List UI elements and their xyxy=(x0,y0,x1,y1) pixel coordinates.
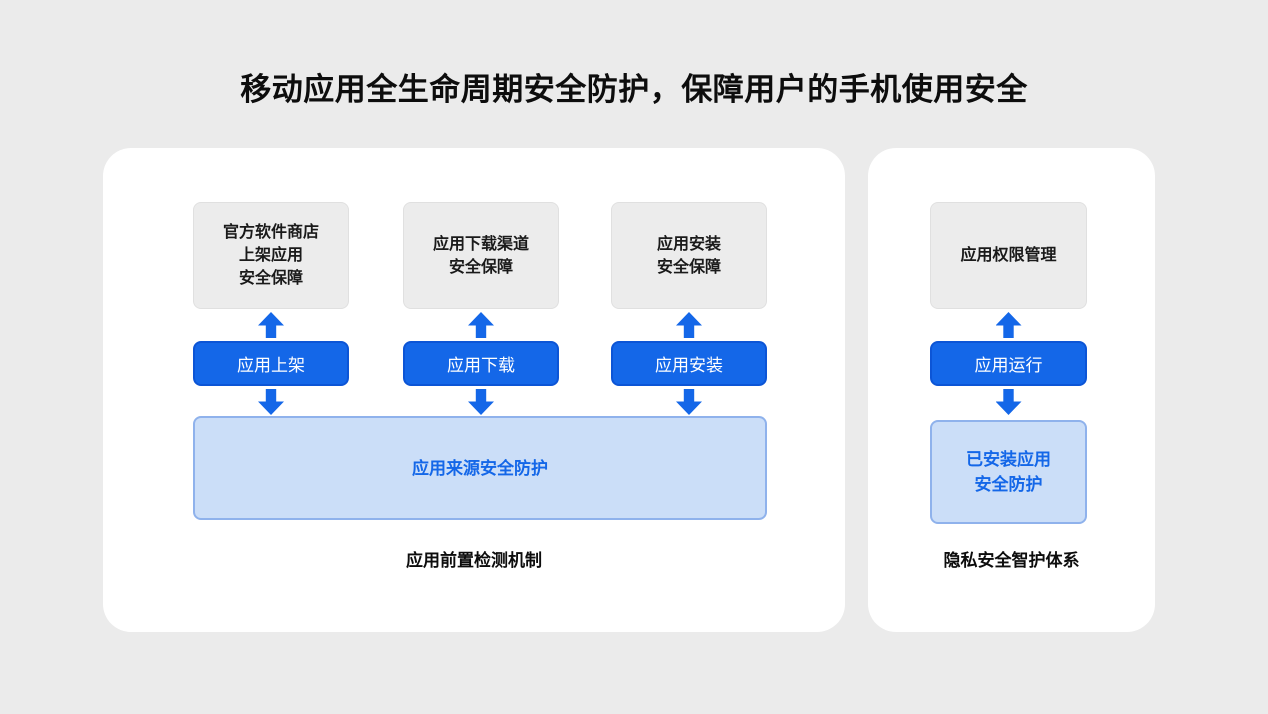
source-protection-box: 应用来源安全防护 xyxy=(193,416,767,520)
stage-button-download[interactable]: 应用下载 xyxy=(403,341,559,386)
arrow-up-icon xyxy=(995,312,1022,338)
arrow-down-icon xyxy=(468,389,494,415)
assurance-box-store: 官方软件商店 上架应用 安全保障 xyxy=(193,202,349,309)
stage-button-listing[interactable]: 应用上架 xyxy=(193,341,349,386)
arrow-up-icon xyxy=(676,312,702,338)
column-app-listing: 官方软件商店 上架应用 安全保障 应用上架 xyxy=(193,202,349,418)
left-panel-card: 官方软件商店 上架应用 安全保障 应用上架 应用下载渠道 安全保障 应用下载 应… xyxy=(103,148,845,632)
arrow-down-icon xyxy=(995,389,1022,415)
stage-button-runtime[interactable]: 应用运行 xyxy=(930,341,1087,386)
arrow-up-icon xyxy=(258,312,284,338)
left-panel-caption: 应用前置检测机制 xyxy=(406,551,542,570)
column-app-download: 应用下载渠道 安全保障 应用下载 xyxy=(403,202,559,418)
column-app-runtime: 应用权限管理 应用运行 已安装应用 安全防护 xyxy=(930,202,1087,524)
arrow-up-icon xyxy=(468,312,494,338)
assurance-box-install: 应用安装 安全保障 xyxy=(611,202,767,309)
page-title: 移动应用全生命周期安全防护，保障用户的手机使用安全 xyxy=(240,72,1028,107)
arrow-down-icon xyxy=(258,389,284,415)
column-app-install: 应用安装 安全保障 应用安装 xyxy=(611,202,767,418)
right-panel-caption: 隐私安全智护体系 xyxy=(943,551,1080,570)
arrow-down-icon xyxy=(676,389,702,415)
right-panel-card: 应用权限管理 应用运行 已安装应用 安全防护 隐私安全智护体系 xyxy=(868,148,1155,632)
installed-app-protection-box: 已安装应用 安全防护 xyxy=(930,420,1087,524)
assurance-box-permission: 应用权限管理 xyxy=(930,202,1087,309)
assurance-box-download: 应用下载渠道 安全保障 xyxy=(403,202,559,309)
stage-button-install[interactable]: 应用安装 xyxy=(611,341,767,386)
